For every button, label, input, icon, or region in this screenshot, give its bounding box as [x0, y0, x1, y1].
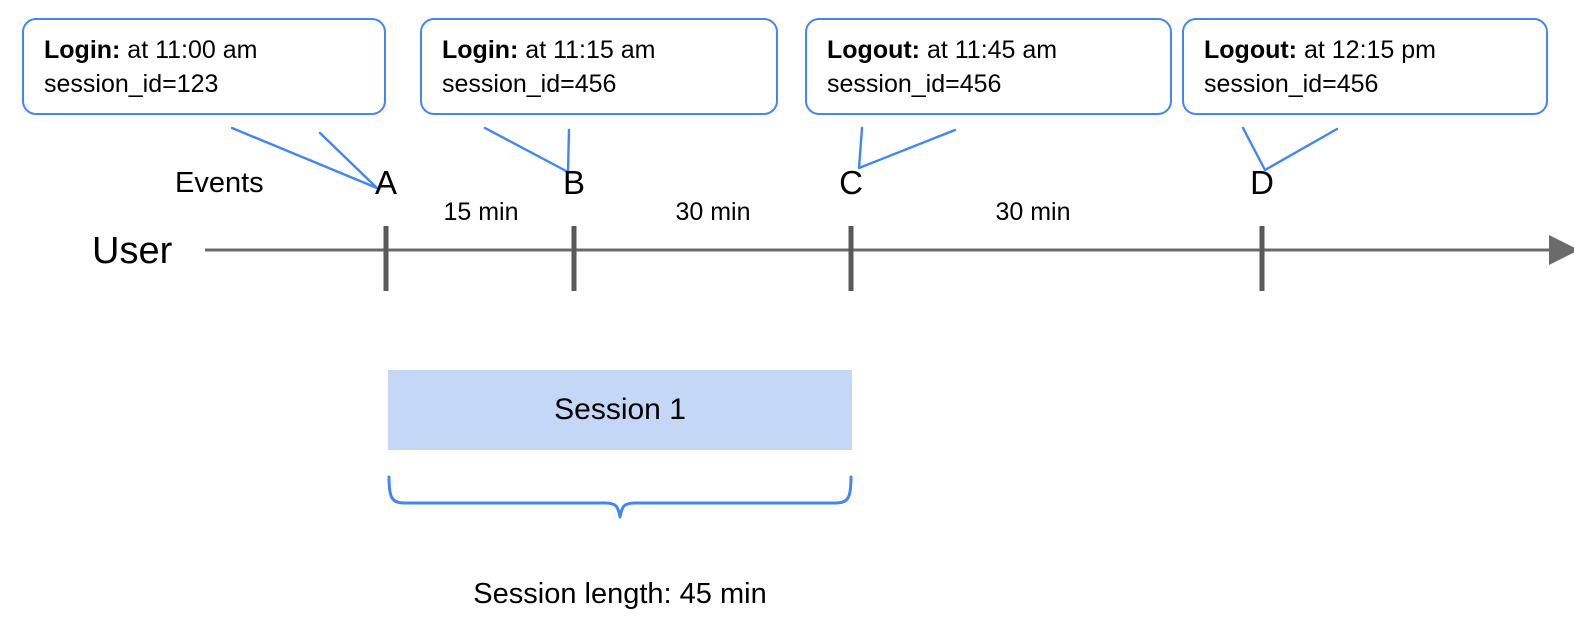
- callout-a-line1: Login: at 11:00 am: [44, 34, 366, 68]
- session-block[interactable]: Session 1: [388, 370, 852, 450]
- interval-label-bc: 30 min: [675, 198, 751, 226]
- callout-b-line2: session_id=456: [442, 69, 617, 98]
- callout-c-line2: session_id=456: [827, 69, 1002, 98]
- event-callout-d[interactable]: Logout: at 12:15 pm session_id=456: [1182, 18, 1548, 115]
- event-callout-a[interactable]: Login: at 11:00 am session_id=123: [22, 18, 386, 115]
- session-span-brace: [387, 475, 853, 519]
- callout-tail-c: [857, 126, 957, 170]
- events-row-label: Events: [175, 167, 264, 199]
- callout-c-line1: Logout: at 11:45 am: [827, 34, 1152, 68]
- event-letter-c: C: [839, 164, 863, 201]
- user-lane-label: User: [92, 230, 173, 272]
- event-letter-a: A: [374, 164, 398, 201]
- callout-b-label: Login:: [442, 36, 519, 64]
- session-block-label: Session 1: [554, 393, 686, 426]
- callout-b-time: at 11:15 am: [518, 36, 656, 64]
- callout-b-line1: Login: at 11:15 am: [442, 34, 758, 68]
- callout-d-time: at 12:15 pm: [1297, 36, 1436, 64]
- event-letter-b: B: [562, 164, 586, 201]
- callout-a-line2: session_id=123: [44, 69, 219, 98]
- callout-tail-b: [483, 126, 571, 174]
- callout-c-time: at 11:45 am: [920, 36, 1058, 64]
- callout-a-label: Login:: [44, 36, 121, 64]
- callout-c-label: Logout:: [827, 36, 921, 64]
- session-length-caption: Session length: 45 min: [473, 578, 767, 610]
- event-callout-b[interactable]: Login: at 11:15 am session_id=456: [420, 18, 778, 115]
- callout-d-label: Logout:: [1204, 36, 1298, 64]
- interval-label-cd: 30 min: [995, 198, 1071, 226]
- event-letter-d: D: [1250, 164, 1274, 201]
- callout-d-line1: Logout: at 12:15 pm: [1204, 34, 1528, 68]
- callout-a-time: at 11:00 am: [120, 36, 258, 64]
- interval-label-ab: 15 min: [443, 198, 519, 226]
- callout-d-line2: session_id=456: [1204, 69, 1379, 98]
- event-callout-c[interactable]: Logout: at 11:45 am session_id=456: [805, 18, 1172, 115]
